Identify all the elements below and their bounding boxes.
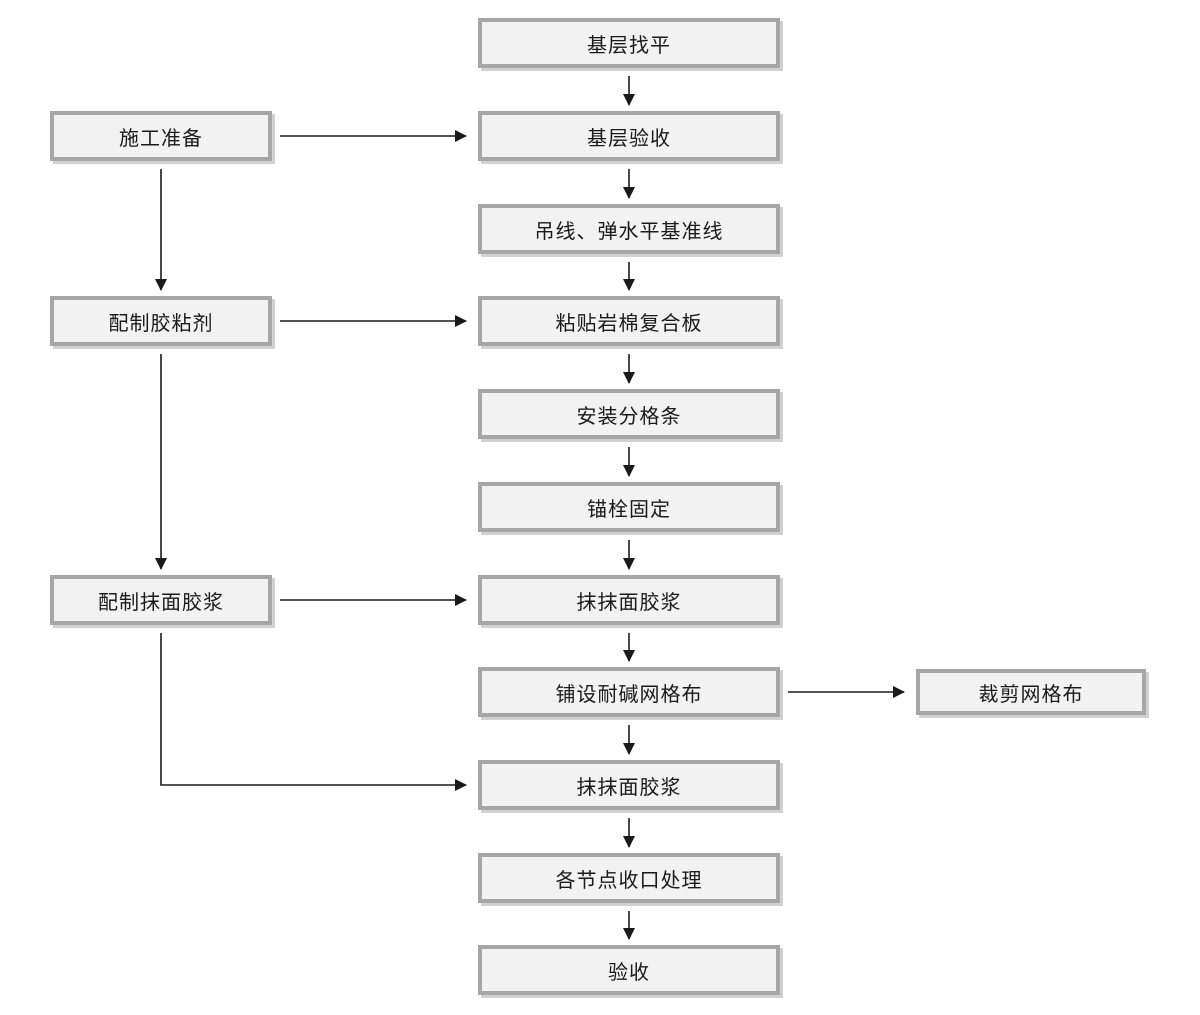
step-node-edge-finishing: 各节点收口处理 (478, 853, 780, 903)
step-apply-plaster-mortar-1: 抹抹面胶浆 (478, 575, 780, 625)
step-prepare-plaster-mortar: 配制抹面胶浆 (50, 575, 272, 625)
step-label: 验收 (608, 959, 650, 984)
step-base-leveling: 基层找平 (478, 18, 780, 68)
step-label: 施工准备 (119, 125, 203, 150)
step-install-dividing-strips: 安装分格条 (478, 389, 780, 439)
step-apply-plaster-mortar-2: 抹抹面胶浆 (478, 760, 780, 810)
step-label: 安装分格条 (576, 403, 682, 428)
step-final-acceptance: 验收 (478, 945, 780, 995)
arrow-l3-to-m9 (160, 633, 467, 791)
step-prepare-adhesive: 配制胶粘剂 (50, 296, 272, 346)
step-attach-rockwool-board: 粘贴岩棉复合板 (478, 296, 780, 346)
step-label: 吊线、弹水平基准线 (534, 218, 724, 243)
step-label: 裁剪网格布 (978, 681, 1084, 706)
step-label: 各节点收口处理 (555, 867, 703, 892)
step-cut-mesh: 裁剪网格布 (916, 669, 1146, 715)
step-label: 铺设耐碱网格布 (555, 681, 703, 706)
step-anchor-fixing: 锚栓固定 (478, 482, 780, 532)
step-label: 锚栓固定 (587, 496, 671, 521)
step-plumb-and-baseline: 吊线、弹水平基准线 (478, 204, 780, 254)
step-construction-preparation: 施工准备 (50, 111, 272, 161)
step-label: 抹抹面胶浆 (576, 774, 682, 799)
step-label: 基层找平 (587, 32, 671, 57)
step-label: 配制抹面胶浆 (98, 589, 224, 614)
step-label: 基层验收 (587, 125, 671, 150)
step-lay-alkali-resistant-mesh: 铺设耐碱网格布 (478, 667, 780, 717)
step-label: 配制胶粘剂 (108, 310, 214, 335)
step-label: 粘贴岩棉复合板 (555, 310, 703, 335)
step-base-inspection: 基层验收 (478, 111, 780, 161)
step-label: 抹抹面胶浆 (576, 589, 682, 614)
